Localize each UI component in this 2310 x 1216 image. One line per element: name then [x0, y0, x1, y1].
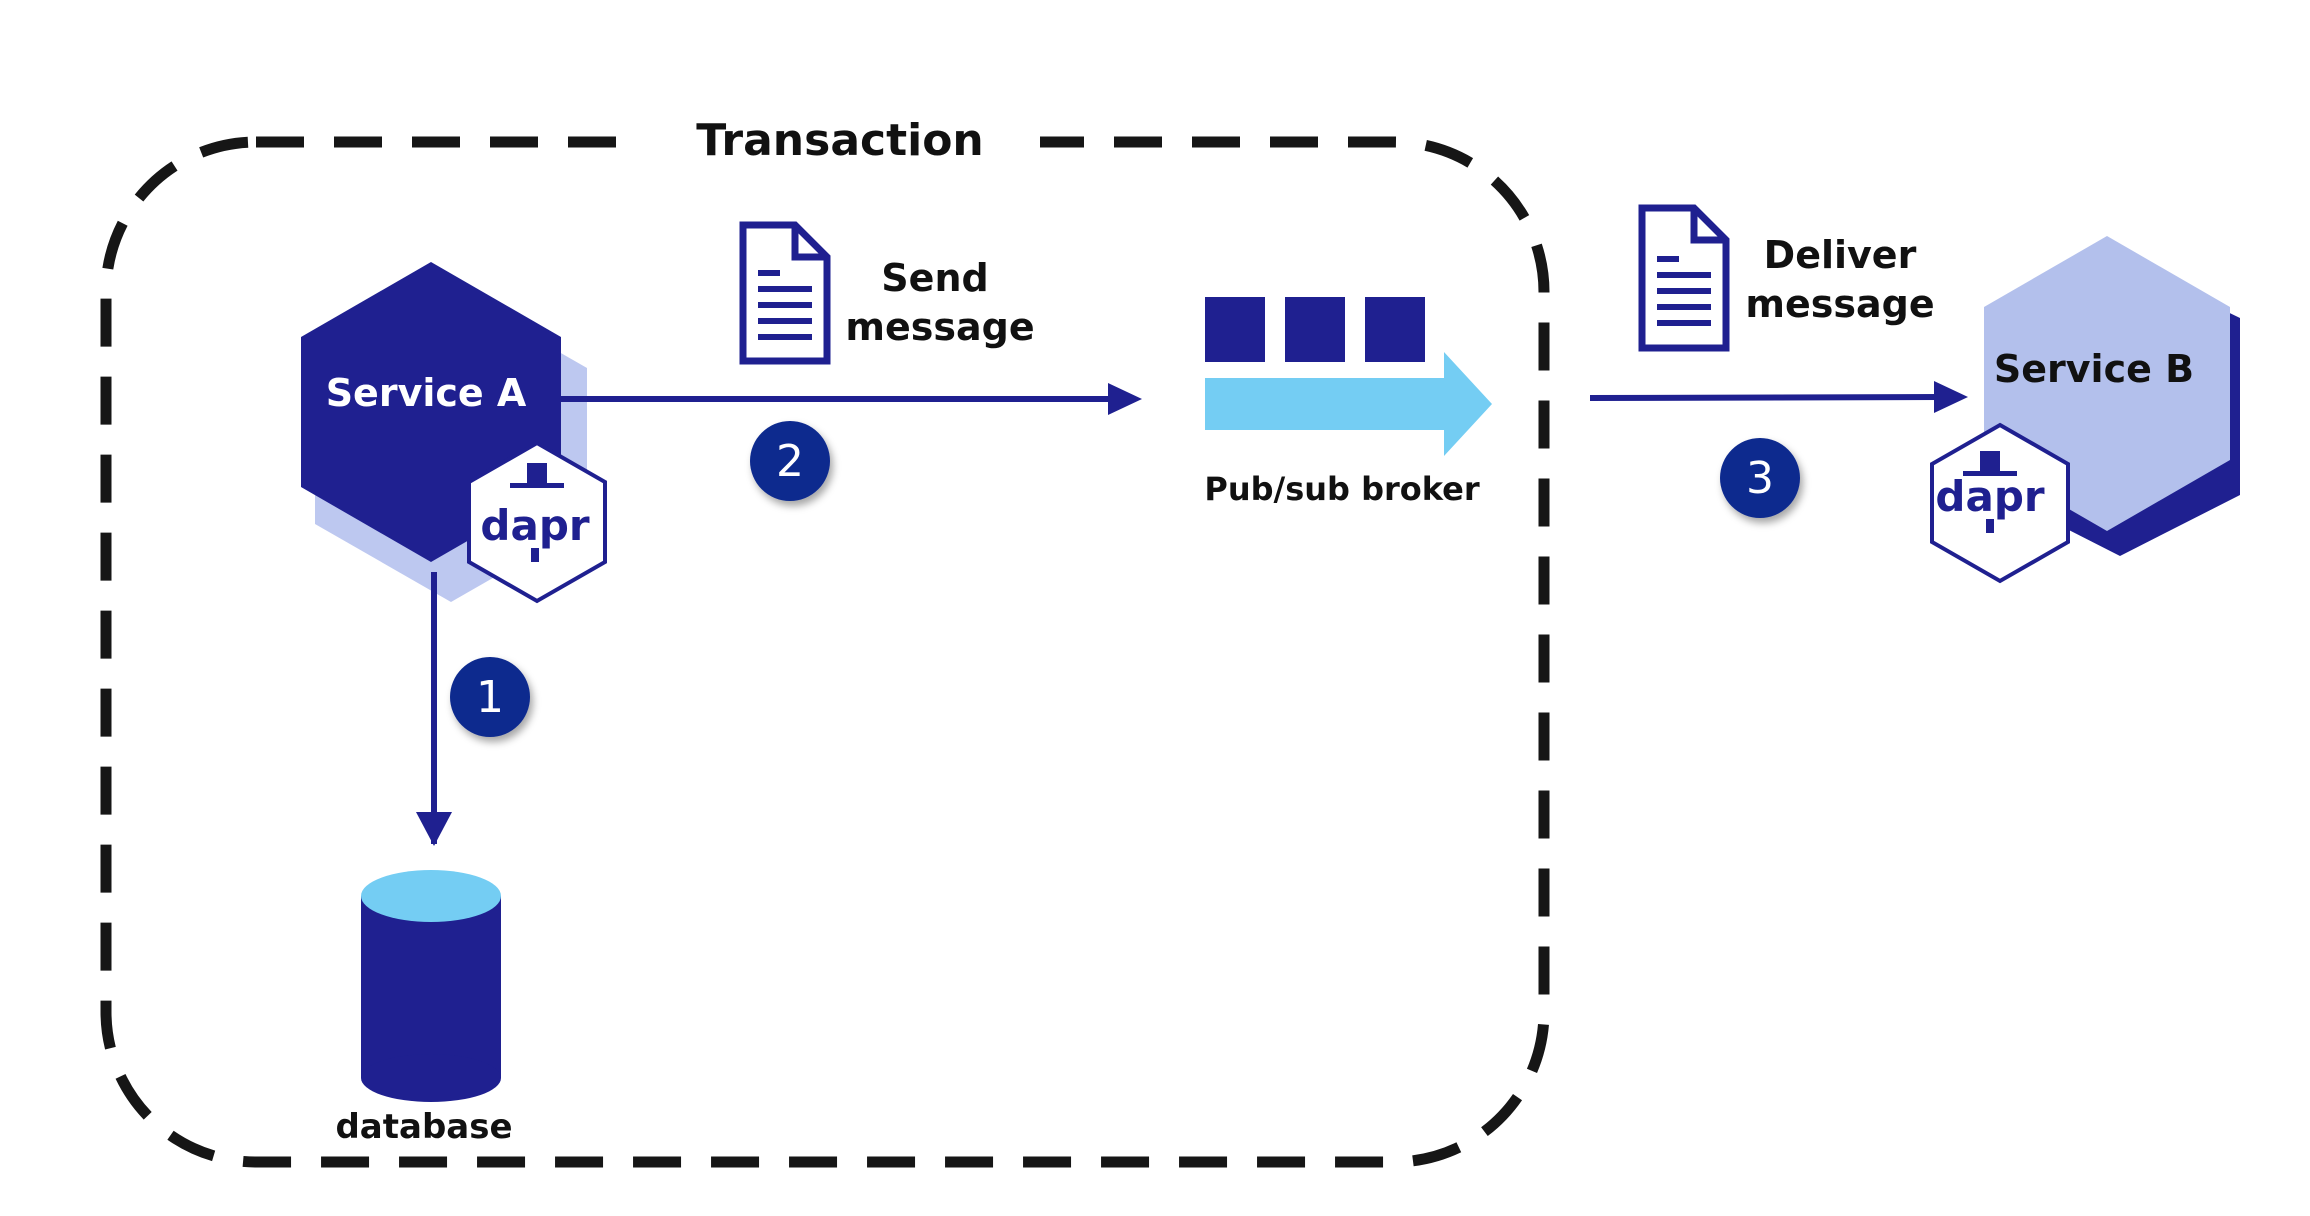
- queue-message-1: [1205, 297, 1265, 362]
- dapr-a-hexagon: [467, 440, 607, 604]
- step-3-number: 3: [1746, 453, 1774, 504]
- service-b-label: Service B: [1994, 347, 2194, 391]
- dapr-sidecar-a: dapr: [467, 440, 607, 604]
- broker-label: Pub/sub broker: [1204, 470, 1480, 508]
- step-2-badge: [750, 421, 830, 501]
- step-1-badge: [450, 657, 530, 737]
- arrow-to-service-b-head: [1934, 381, 1968, 413]
- title-gap: [640, 110, 1040, 180]
- broker-icon: [1205, 297, 1492, 456]
- send-message-line2: message: [845, 305, 1034, 349]
- dapr-b-hat-brim: [1963, 471, 2017, 476]
- dapr-b-hexagon: [1930, 422, 2070, 584]
- dapr-a-hat-icon: [527, 463, 547, 485]
- deliver-message-line2: message: [1745, 282, 1934, 326]
- dapr-a-label: dapr: [480, 501, 589, 550]
- service-a-label: Service A: [326, 371, 527, 415]
- deliver-document-icon: [1638, 204, 1730, 352]
- dapr-b-label: dapr: [1935, 472, 2044, 521]
- send-message-line1: Send: [881, 256, 988, 300]
- arrow-to-service-b: [1589, 394, 1941, 401]
- dapr-sidecar-b: dapr: [1930, 422, 2070, 584]
- dapr-b-tie-icon: [1986, 519, 1994, 533]
- queue-message-2: [1285, 297, 1345, 362]
- send-document-icon: [739, 221, 831, 365]
- dapr-a-tie-icon: [531, 548, 539, 562]
- queue-message-3: [1365, 297, 1425, 362]
- database-label: database: [335, 1107, 512, 1147]
- step-2-number: 2: [776, 436, 804, 487]
- dapr-b-hat-icon: [1980, 451, 2000, 473]
- arrow-to-broker-head: [1108, 383, 1142, 415]
- deliver-message-line1: Deliver: [1764, 233, 1917, 277]
- transaction-title: Transaction: [696, 115, 984, 166]
- step-3-badge: [1720, 438, 1800, 518]
- step-1-number: 1: [476, 672, 504, 723]
- arrow-to-database-head: [416, 812, 452, 846]
- database-icon: [361, 870, 501, 1102]
- queue-flow-arrow: [1205, 352, 1492, 456]
- dapr-a-hat-brim: [510, 483, 564, 488]
